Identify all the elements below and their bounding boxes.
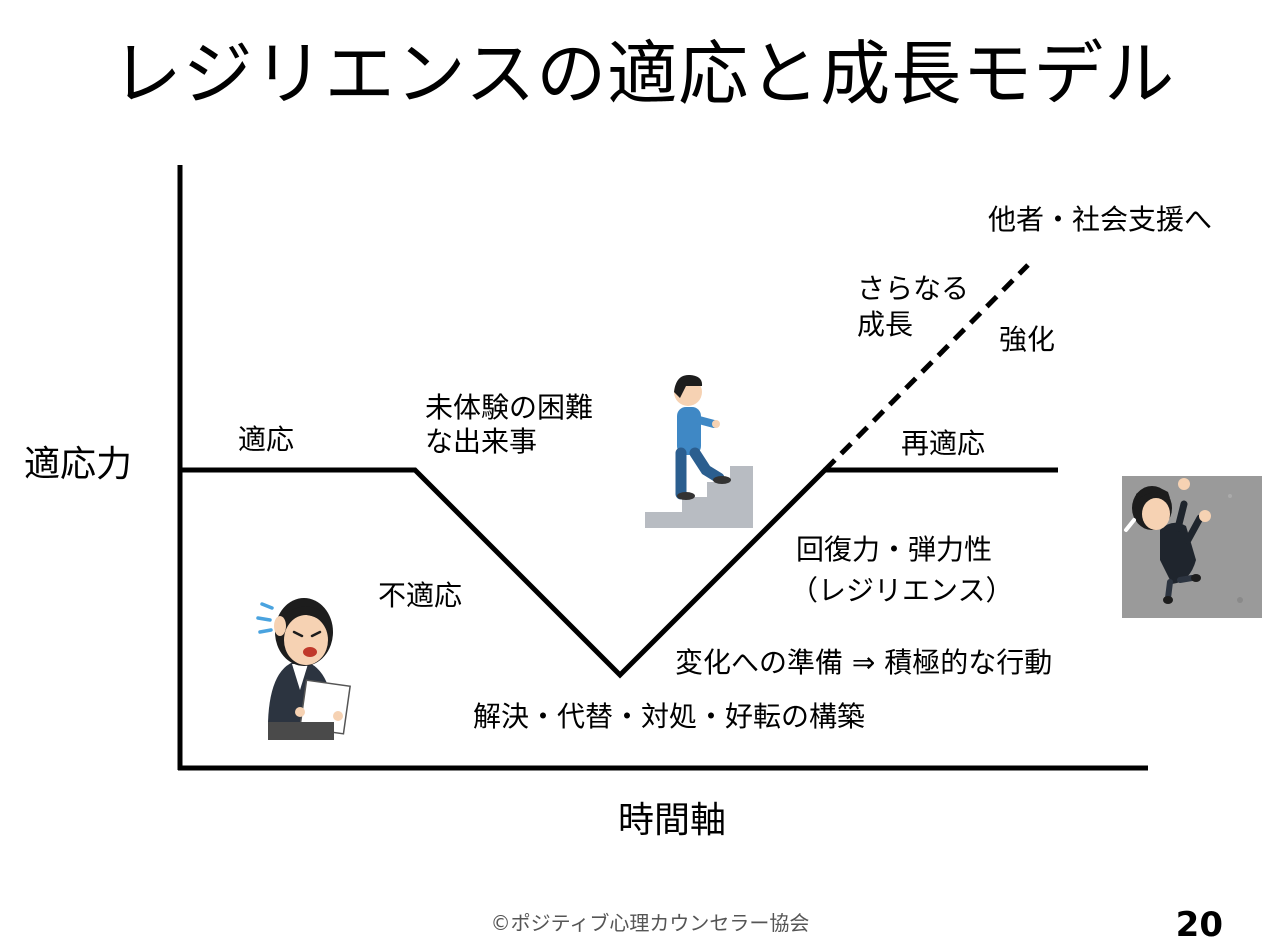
unexperienced-event-label-line1: 未体験の困難 bbox=[425, 391, 594, 424]
adaptation-label: 適応 bbox=[238, 423, 295, 456]
readaptation-label: 再適応 bbox=[901, 427, 986, 460]
unexperienced-event-label-line2: な出来事 bbox=[425, 425, 538, 458]
copyright-footer: ©ポジティブ心理カウンセラー協会 bbox=[490, 911, 810, 935]
further-growth-label-line1: さらなる bbox=[857, 272, 970, 305]
resilience-label-line1: 回復力・弾力性 bbox=[796, 533, 993, 566]
stairs-climbing-man-illustration bbox=[645, 374, 753, 528]
strengthening-label: 強化 bbox=[999, 323, 1056, 356]
preparation-label: 変化への準備 ⇒ 積極的な行動 bbox=[675, 646, 1053, 679]
support-label: 他者・社会支援へ bbox=[988, 203, 1213, 236]
solution-label: 解決・代替・対処・好転の構築 bbox=[473, 700, 866, 733]
growth-dashed-line bbox=[823, 263, 1030, 472]
adaptation-curve bbox=[180, 467, 1058, 679]
page-title: レジリエンスの適応と成長モデル bbox=[111, 33, 1176, 115]
resilience-label-line2: （レジリエンス） bbox=[790, 574, 1014, 607]
page-number: 20 bbox=[1175, 905, 1223, 945]
further-growth-label-line2: 成長 bbox=[857, 308, 914, 341]
maladaptation-label: 不適応 bbox=[378, 579, 463, 612]
x-axis-label: 時間軸 bbox=[618, 800, 727, 841]
climbing-woman-illustration bbox=[1122, 476, 1262, 618]
worried-woman-illustration bbox=[256, 598, 351, 740]
y-axis-label: 適応力 bbox=[24, 444, 133, 485]
